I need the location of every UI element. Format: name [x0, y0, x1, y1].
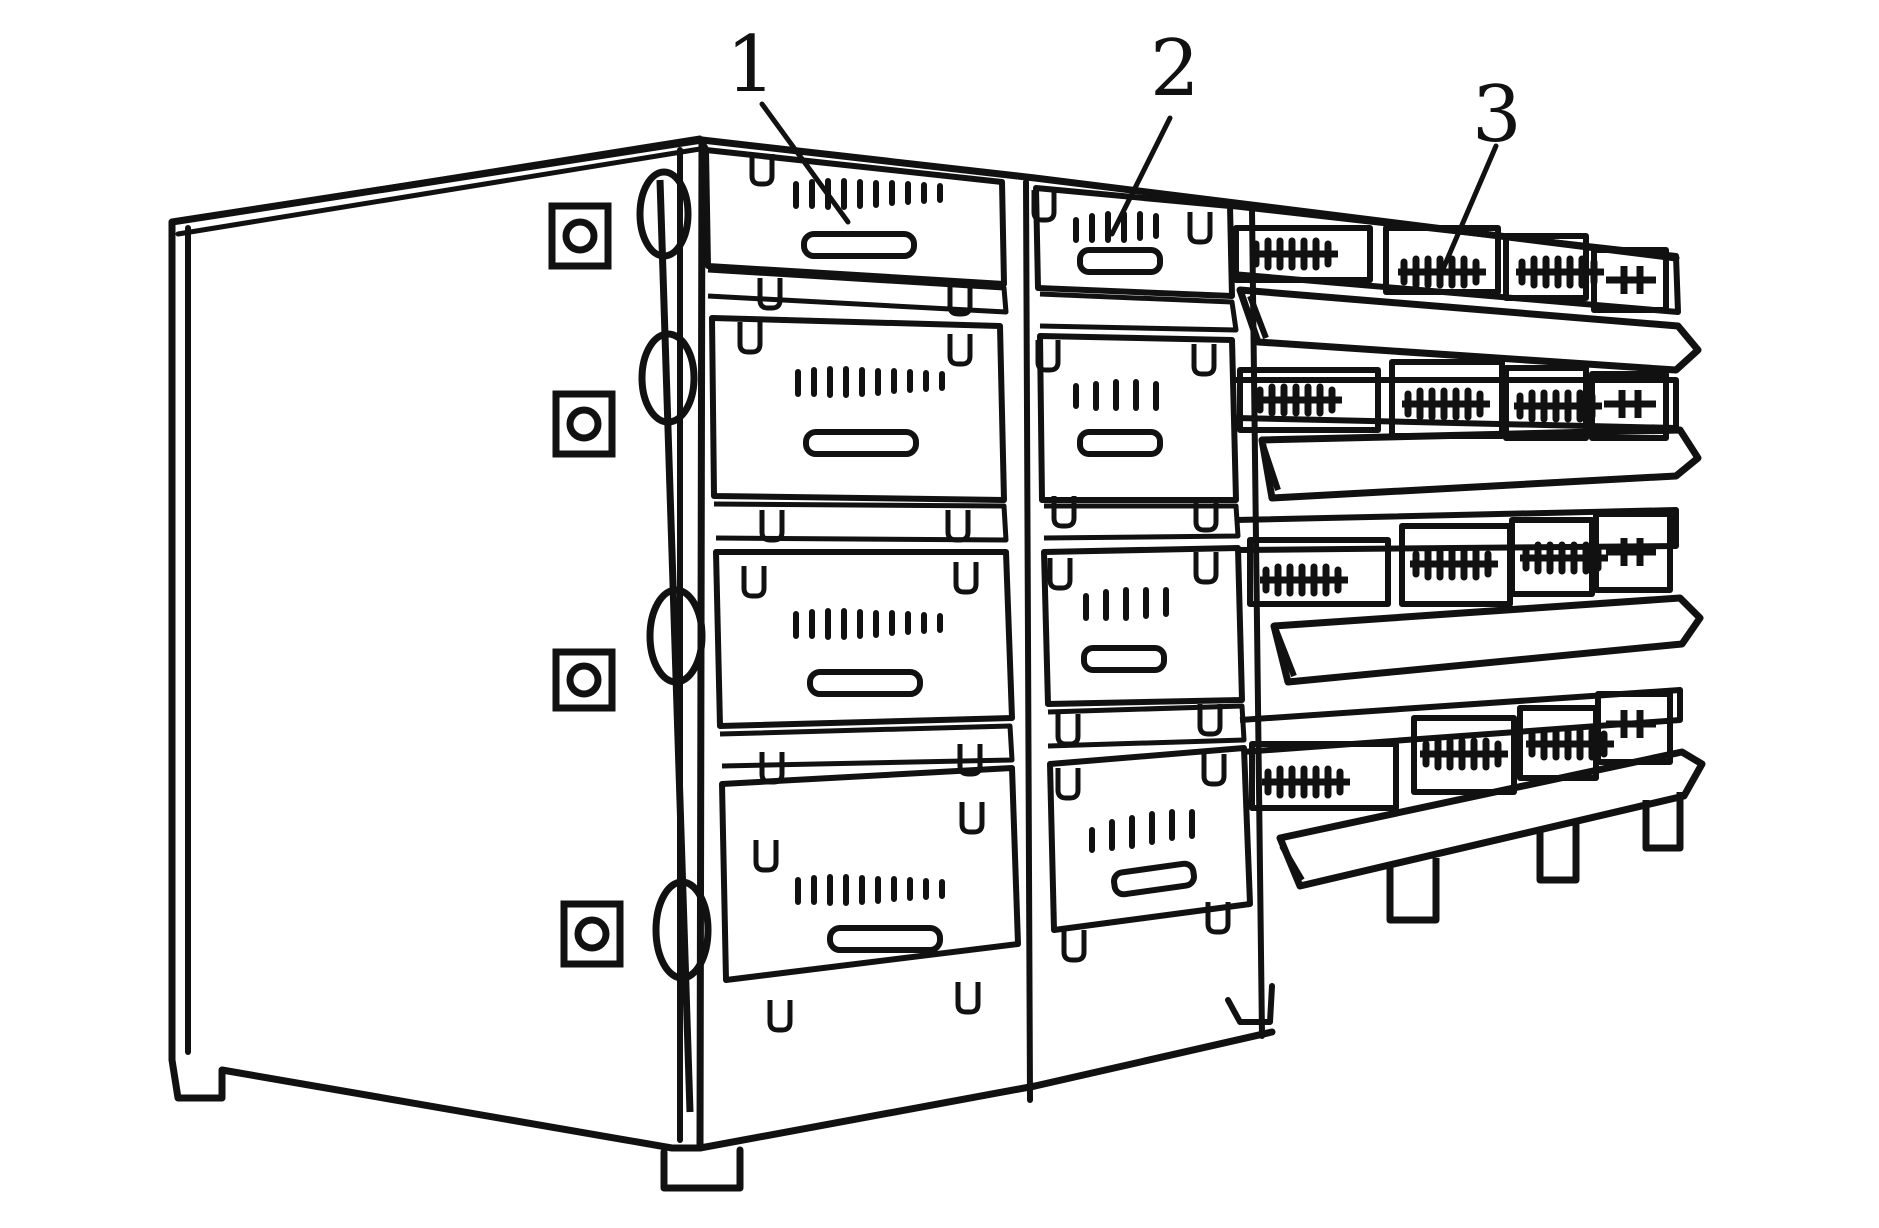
side-terminals — [548, 202, 624, 968]
cabinet-body — [168, 135, 1680, 1192]
callout-label-1: 1 — [726, 20, 776, 110]
front-frame-divider-2 — [1249, 207, 1265, 1039]
callout-label-2: 2 — [1150, 24, 1200, 114]
terminal-strip-section — [1231, 203, 1706, 924]
leader-3 — [1437, 143, 1499, 279]
front-frame-bottom — [696, 1028, 1276, 1152]
leader-1 — [759, 101, 851, 225]
drawer-column-1 — [703, 147, 1021, 1030]
drawer-column-2 — [1034, 185, 1253, 960]
front-frame-divider — [1023, 179, 1033, 1103]
side-panel — [168, 136, 706, 1152]
callout-label-3: 3 — [1472, 70, 1522, 160]
front-frame-bottom-step — [1225, 983, 1275, 1025]
foot-front — [660, 1146, 744, 1192]
hinge-column — [636, 168, 712, 1113]
callout-leaders — [759, 101, 1499, 279]
leader-2 — [1109, 115, 1173, 237]
